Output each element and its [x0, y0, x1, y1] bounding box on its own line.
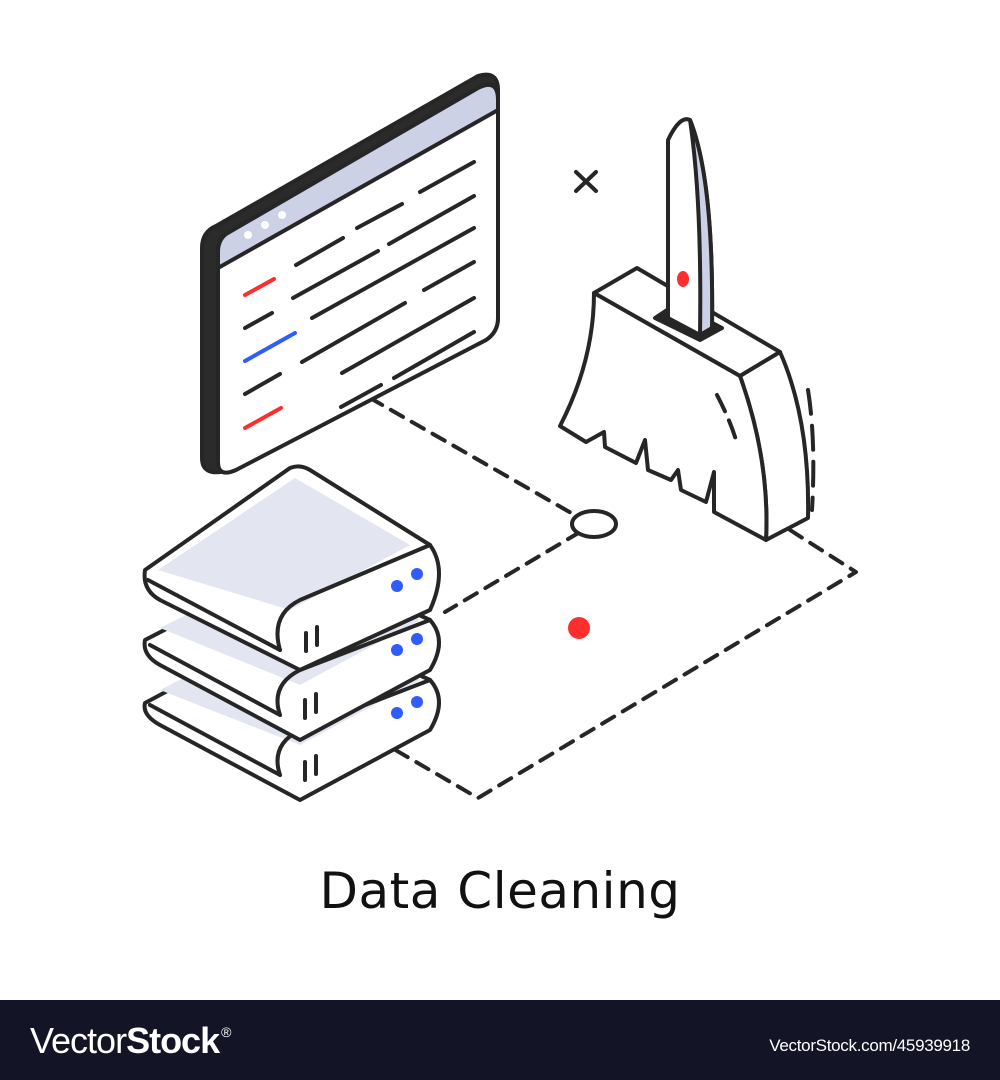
vectorstock-logo: VectorStock® [30, 1020, 231, 1062]
platform-red-dot [568, 617, 590, 639]
broom-icon [558, 117, 816, 542]
registered-mark: ® [221, 1024, 231, 1040]
illustration-title: Data Cleaning [319, 862, 681, 920]
brand-light-text: Vector [30, 1020, 127, 1061]
broom-red-dot [677, 271, 689, 287]
dashed-platform [368, 396, 858, 800]
stock-image-id: VectorStock.com/45939918 [769, 1036, 970, 1055]
window-dot-3 [278, 211, 286, 219]
brand-bold-text: Stock [126, 1020, 220, 1061]
stock-footer-bar: VectorStock® VectorStock.com/45939918 [0, 1000, 1000, 1080]
browser-window-icon [200, 72, 500, 475]
close-mark-icon [574, 170, 598, 193]
data-cleaning-illustration [142, 72, 858, 802]
window-dot-1 [244, 231, 252, 239]
window-dot-2 [261, 221, 269, 229]
server-stack-icon [142, 464, 441, 802]
illustration-canvas [142, 72, 858, 802]
connector-node-icon [570, 509, 618, 539]
